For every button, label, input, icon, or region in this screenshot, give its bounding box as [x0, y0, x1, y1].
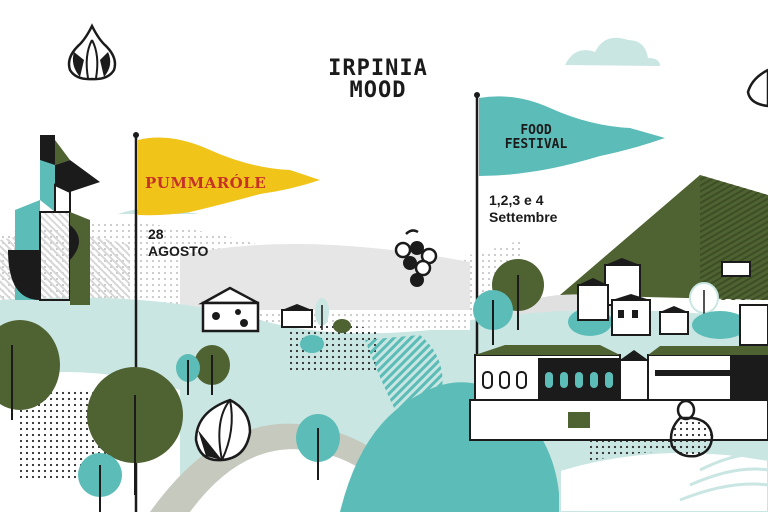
tree-icon-8: [473, 290, 513, 345]
hut-icon: [281, 304, 313, 328]
mountain-stripes: [700, 175, 768, 300]
tree-icon-3: [194, 345, 230, 395]
tree-icon-4: [176, 354, 200, 395]
tree-icon-6: [78, 453, 122, 512]
flag-label-food-festival: FOOD FESTIVAL: [488, 124, 584, 152]
hill-back-grey: [180, 244, 470, 310]
flag-food-festival: [479, 96, 665, 176]
tree-icon-2: [87, 367, 183, 495]
brand-line2: MOOD: [349, 78, 407, 103]
flag-label-line2: FESTIVAL: [504, 137, 568, 152]
event1-date: 28 AGOSTO: [148, 226, 208, 260]
grapes-icon: [394, 229, 438, 287]
town-icon: [577, 258, 768, 346]
event2-month: Settembre: [489, 209, 558, 225]
event1-month: AGOSTO: [148, 243, 209, 259]
event2-date: 1,2,3 e 4 Settembre: [489, 192, 557, 226]
garlic-icon: [67, 23, 117, 81]
flag-pummarole: [138, 137, 320, 216]
garlic-icon-partial: [746, 68, 768, 108]
event2-days: 1,2,3 e 4: [489, 192, 544, 208]
onion-icon: [194, 398, 252, 462]
tree-icon: [0, 320, 60, 420]
flag-label-pummarole: PUMMARÓLE: [145, 174, 267, 192]
cheese-icon: [198, 286, 260, 333]
tree-icon-9: [315, 298, 329, 330]
caciocavallo-icon: [669, 399, 714, 458]
cloud-icon: [565, 37, 660, 66]
brand-logo: IRPINIA MOOD: [322, 58, 434, 102]
castle-icon: [469, 345, 768, 441]
flag-label-line1: FOOD: [520, 123, 552, 138]
tree-icon-10: [689, 282, 719, 318]
tree-icon-5: [296, 414, 340, 480]
wolf-icon: [8, 135, 100, 305]
brand-line1: IRPINIA: [328, 56, 428, 81]
event1-day: 28: [148, 226, 164, 242]
